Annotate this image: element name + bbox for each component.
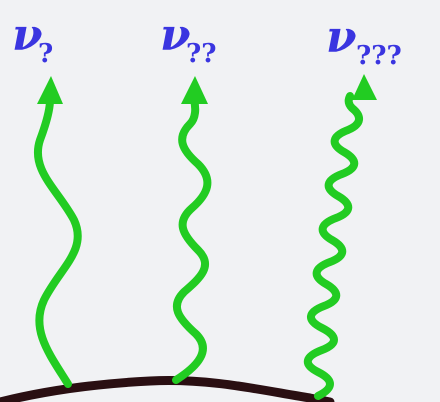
label-right: ν ??? (326, 12, 402, 71)
label-middle: ν ?? (160, 10, 216, 69)
label-left: ν ? (12, 10, 53, 69)
nu-symbol-right: ν (326, 12, 357, 63)
wave-right (308, 96, 359, 396)
wave-middle (176, 100, 207, 380)
question-marks-left: ? (38, 39, 53, 69)
question-marks-right: ??? (356, 41, 402, 71)
arrow-head-right (352, 74, 377, 100)
arrow-head-middle (181, 76, 208, 104)
wave-left (38, 100, 78, 384)
question-marks-middle: ?? (186, 39, 216, 69)
arrow-head-left (37, 76, 63, 104)
ground-curve (0, 381, 330, 402)
